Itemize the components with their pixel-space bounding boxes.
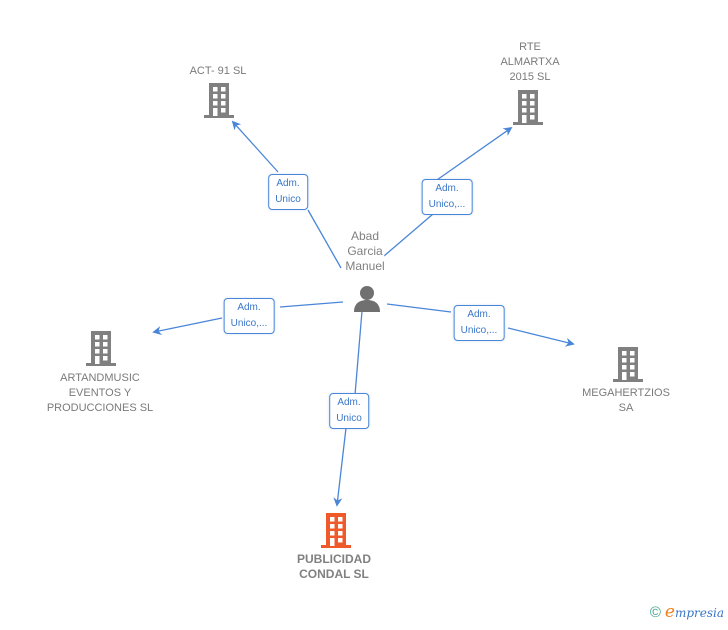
footer-brand: © empresia <box>650 602 724 622</box>
person-icon[interactable] <box>352 284 382 312</box>
building-icon[interactable] <box>204 83 234 118</box>
edge-line-rte <box>383 213 434 257</box>
edge-arrow-rte <box>433 126 513 183</box>
edge-line-mega <box>386 303 452 313</box>
edge-arrow-act91 <box>231 120 279 173</box>
edge-label-publicidad-condal[interactable]: Adm. Unico <box>329 393 369 429</box>
edge-line-artand <box>279 301 344 308</box>
company-name[interactable]: PUBLICIDAD CONDAL SL <box>297 552 371 581</box>
company-name[interactable]: RTE ALMARTXA 2015 SL <box>500 41 560 83</box>
edge-label-megahertzios[interactable]: Adm. Unico,... <box>453 305 505 341</box>
copyright-icon: © <box>649 603 661 621</box>
building-icon[interactable] <box>86 331 116 366</box>
building-icon[interactable] <box>613 347 643 382</box>
person-name[interactable]: Abad Garcia Manuel <box>345 229 385 274</box>
edge-label-artandmusic[interactable]: Adm. Unico,... <box>223 298 275 334</box>
brand-logo[interactable]: empresia <box>664 602 724 622</box>
edge-label-rte-almartxa[interactable]: Adm. Unico,... <box>421 179 473 215</box>
edge-line-publicidad <box>354 310 363 396</box>
company-name[interactable]: ARTANDMUSIC EVENTOS Y PRODUCCIONES SL <box>46 372 154 414</box>
edge-label-act-91[interactable]: Adm. Unico <box>268 174 308 210</box>
building-icon[interactable] <box>513 90 543 125</box>
edge-line-act91 <box>307 209 342 269</box>
building-icon[interactable] <box>321 513 351 548</box>
company-name[interactable]: MEGAHERTZIOS SA <box>582 387 670 414</box>
edge-arrow-mega <box>507 327 575 347</box>
company-name[interactable]: ACT- 91 SL <box>189 65 247 77</box>
edge-arrow-artand <box>152 317 223 335</box>
edge-arrow-publicidad <box>333 427 347 507</box>
